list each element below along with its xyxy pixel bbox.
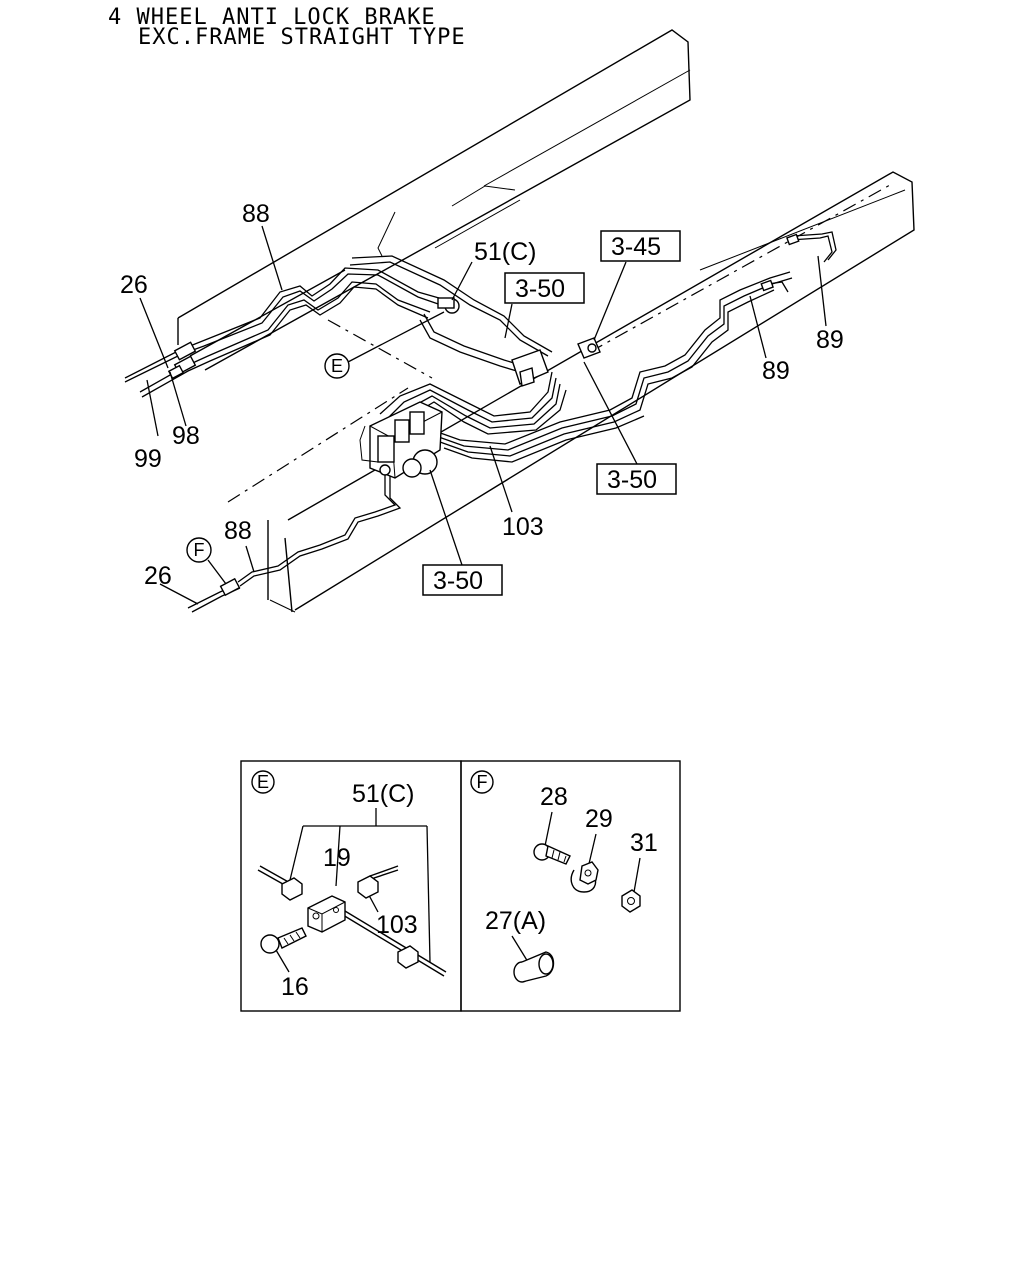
ref-box-3-50-top[interactable]: 3-50 — [504, 272, 585, 304]
brake-pipes — [124, 231, 837, 613]
detail-f-label-27a: 27(A) — [485, 907, 546, 935]
frame-rails — [177, 29, 915, 613]
ref-box-3-50-right[interactable]: 3-50 — [596, 463, 677, 495]
abs-hydraulic-unit — [359, 401, 443, 479]
label-26-bottom: 26 — [144, 562, 172, 590]
ref-box-3-45[interactable]: 3-45 — [600, 230, 681, 262]
detail-e-label-19: 19 — [323, 844, 351, 872]
ref-3-45-text: 3-45 — [611, 233, 661, 261]
label-99: 99 — [134, 445, 162, 473]
label-103: 103 — [502, 513, 544, 541]
ref-3-50-top-text: 3-50 — [515, 275, 565, 303]
detail-f-panel: F 28 29 31 27(A) — [460, 760, 681, 1012]
label-98: 98 — [172, 422, 200, 450]
callout-f[interactable]: F — [186, 537, 212, 563]
detail-e-label-103: 103 — [376, 911, 418, 939]
ref-3-50-bottom-text: 3-50 — [433, 567, 483, 595]
detail-e-label-51c: 51(C) — [352, 780, 415, 808]
callout-e-letter: E — [331, 356, 343, 376]
title-line-2: EXC.FRAME STRAIGHT TYPE — [138, 25, 466, 50]
ref-3-50-right-text: 3-50 — [607, 466, 657, 494]
detail-f-label-29: 29 — [585, 805, 613, 833]
callout-f-letter: F — [194, 540, 205, 560]
ref-box-3-50-bottom[interactable]: 3-50 — [422, 564, 503, 596]
detail-e-label-16: 16 — [281, 973, 309, 1001]
detail-f-label-28: 28 — [540, 783, 568, 811]
label-88-bottom: 88 — [224, 517, 252, 545]
label-89-right: 89 — [816, 326, 844, 354]
detail-f-label-31: 31 — [630, 829, 658, 857]
fittings — [167, 233, 800, 597]
label-51c: 51(C) — [474, 238, 537, 266]
label-89-mid: 89 — [762, 357, 790, 385]
detail-f-tag: F — [477, 772, 488, 792]
detail-e-tag: E — [257, 772, 269, 792]
label-26-top: 26 — [120, 271, 148, 299]
callout-e[interactable]: E — [324, 353, 350, 379]
label-88-top: 88 — [242, 200, 270, 228]
title-line-1: 4 WHEEL ANTI LOCK BRAKE — [108, 5, 436, 30]
leader-lines — [139, 225, 827, 605]
detail-e-panel: E 51(C) 19 103 16 — [240, 760, 462, 1012]
